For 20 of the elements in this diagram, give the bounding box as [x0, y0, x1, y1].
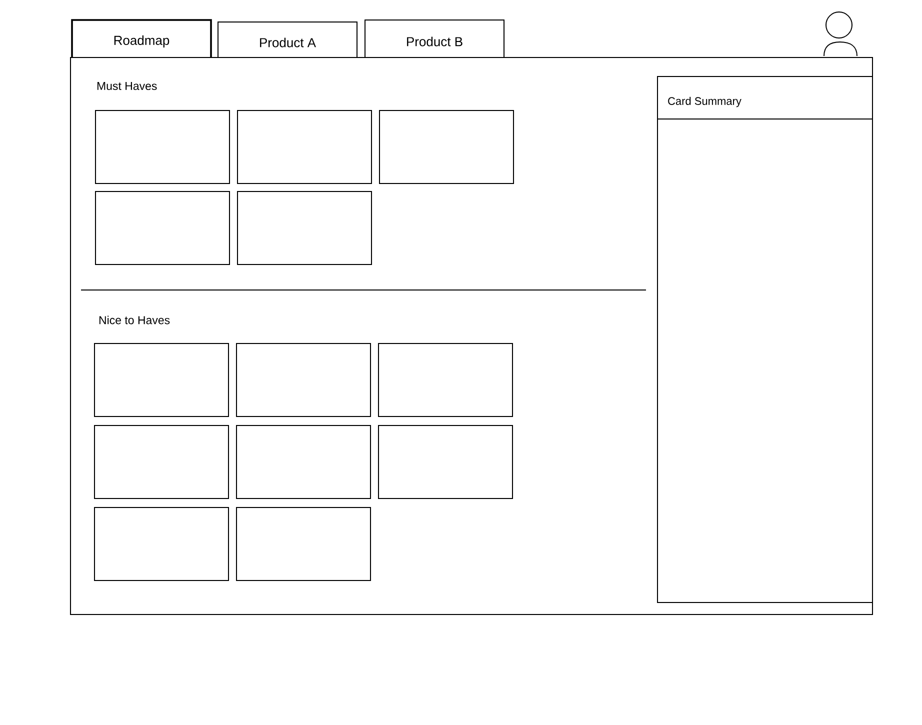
card-box: [236, 343, 371, 417]
section-heading: Nice to Haves: [99, 316, 170, 324]
section-heading: Must Haves: [97, 82, 157, 90]
tab: Product A: [218, 22, 358, 58]
card-box: [94, 425, 229, 499]
panel-frame: [70, 57, 873, 615]
card-box: [378, 425, 513, 499]
tab: Roadmap: [71, 19, 212, 57]
card-box: [379, 110, 514, 184]
card-box: [236, 425, 371, 499]
card-box: [95, 110, 230, 184]
tab: Product B: [364, 20, 504, 58]
card-box: [94, 343, 229, 417]
card-box: [236, 507, 371, 581]
card-box: [378, 343, 513, 417]
card-box: [94, 507, 229, 581]
card-box: [237, 110, 372, 184]
summary-panel: Card Summary: [656, 76, 873, 603]
card-box: [95, 191, 230, 265]
card-box: [237, 191, 372, 265]
